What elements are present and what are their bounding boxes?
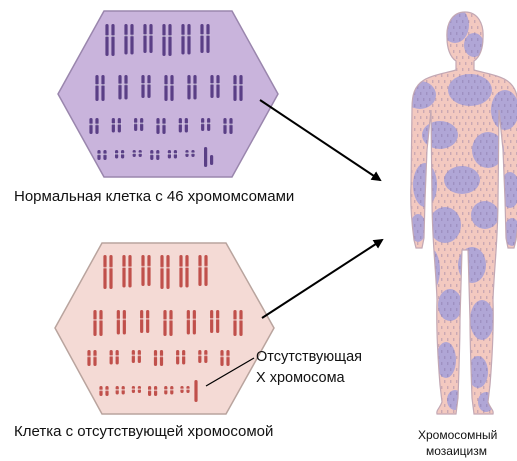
chromosome [162,118,165,134]
chromosome [216,310,219,333]
chromosome [123,310,126,335]
chromosome [169,310,172,336]
chromosome [87,350,90,366]
chromosome [124,75,127,100]
chromosome [220,350,223,366]
chromosome [187,24,190,55]
chromosome [201,118,204,131]
chromosome [101,75,104,101]
chromosome [95,75,98,101]
chromosome [170,75,173,101]
chromosome [229,118,232,134]
chromosome [198,350,201,363]
mosaicism-label-line2: мозаицизм [426,444,487,458]
normal-cell-caption: Нормальная клетка с 46 хромомсомами [14,188,294,205]
chromosome [207,118,210,131]
chromosome [233,310,236,336]
chromosome [110,350,113,365]
missing-chromosome-cell-hexagon-icon [55,243,274,414]
chromosome [198,255,201,286]
chromosome [210,75,213,98]
chromosome [140,118,143,131]
chromosome [160,350,163,366]
chromosome [239,75,242,101]
chromosome [128,255,131,288]
chromosome [200,24,203,53]
chromosome [109,255,112,289]
chromosome [193,75,196,100]
human-body-mosaic-icon [404,5,517,425]
chromosome [204,350,207,363]
chromosome [147,255,150,286]
chromosome [138,350,141,363]
chromosome [116,350,119,365]
chromosome [112,118,115,133]
normal-cell-hexagon-icon [58,11,278,177]
chromosome [204,255,207,286]
chromosome [210,310,213,333]
chromosome [147,75,150,98]
arrow-missing-to-body [262,240,382,318]
chromosome [187,75,190,100]
chromosome [156,118,159,134]
chromosome [166,255,169,289]
chromosome [105,24,108,56]
arrow-normal-to-body [260,100,380,180]
chromosome [141,75,144,98]
chromosome [162,24,165,56]
chromosome [226,350,229,366]
chromosome [124,24,127,55]
chromosome [154,350,157,366]
chromosome [149,24,152,53]
chromosome [206,24,209,53]
chromosome [111,24,114,56]
single-x-chromosome [194,380,197,402]
chromosome [95,118,98,134]
missing-x-callout-line1: Отсутствующая [256,349,362,365]
chromosome [89,118,92,134]
chromosome [103,255,106,289]
chromosome [185,118,188,133]
chromosome [118,118,121,133]
missing-cell-caption: Клетка с отсутствующей хромосомой [14,423,273,440]
chromosome [93,350,96,366]
chromosome [130,24,133,55]
chromosome [140,310,143,333]
chromosome [146,310,149,333]
chromosome [132,350,135,363]
chromosome [223,118,226,134]
chromosome [141,255,144,286]
mosaicism-label-line1: Хромосомный [418,428,497,442]
chromosome [176,350,179,365]
chromosome [181,24,184,55]
chromosome [179,255,182,288]
chromosome [187,310,190,335]
chromosome [93,310,96,336]
chromosome [179,118,182,133]
chromosome [117,310,120,335]
chromosome [118,75,121,100]
chromosome [168,24,171,56]
chromosome [185,255,188,288]
missing-x-callout-line2: X хромосома [256,370,345,386]
chromosome [182,350,185,365]
chromosome [160,255,163,289]
chromosome [163,310,166,336]
chromosome [122,255,125,288]
chromosome [143,24,146,53]
chromosome [239,310,242,336]
chromosome [164,75,167,101]
chromosome [233,75,236,101]
chromosome [99,310,102,336]
chromosome [134,118,137,131]
chromosome [193,310,196,335]
chromosome [216,75,219,98]
